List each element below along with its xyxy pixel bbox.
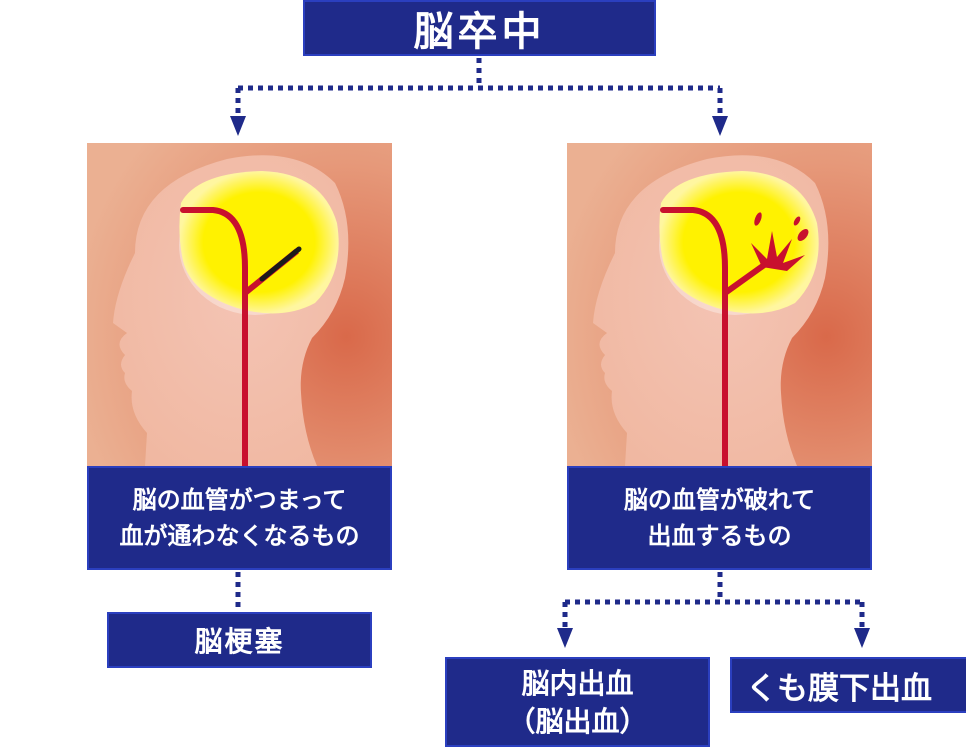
blockage: [259, 246, 302, 282]
brain-shape: [179, 171, 339, 314]
vessel-branch: [723, 260, 769, 296]
rupture-splash: [751, 212, 809, 271]
description-ruptured: 脳の血管が破れて 出血するもの: [567, 466, 872, 570]
blood-vessel: [180, 207, 248, 469]
arrowhead-right-panel: [712, 116, 728, 136]
result-intracerebral-hemorrhage: 脳内出血 （脳出血）: [445, 657, 710, 747]
arrowhead-subarachnoid: [854, 628, 870, 648]
description-line-2: 出血するもの: [647, 522, 792, 550]
result-cerebral-infarction: 脳梗塞: [107, 612, 372, 668]
illustration-ruptured-vessel: [567, 143, 872, 469]
result-label: 脳梗塞: [194, 625, 285, 658]
illustration-blocked-vessel: [87, 143, 392, 469]
title-text: 脳卒中: [413, 9, 546, 55]
arrowhead-left-panel: [230, 116, 246, 136]
blood-vessel: [660, 207, 728, 469]
result-label-line-2: （脳出血）: [507, 705, 648, 738]
result-label-line-1: 脳内出血: [521, 667, 634, 700]
result-label: くも膜下出血: [746, 670, 932, 707]
title-box: 脳卒中: [303, 0, 656, 56]
description-blocked: 脳の血管がつまって 血が通わなくなるもの: [87, 466, 392, 570]
result-subarachnoid-hemorrhage: くも膜下出血: [730, 657, 966, 713]
description-line-1: 脳の血管が破れて: [623, 486, 816, 514]
brain-shape: [659, 171, 819, 314]
arrowhead-hemorrhage: [557, 628, 573, 648]
description-line-2: 血が通わなくなるもの: [119, 522, 360, 550]
description-line-1: 脳の血管がつまって: [132, 486, 347, 514]
